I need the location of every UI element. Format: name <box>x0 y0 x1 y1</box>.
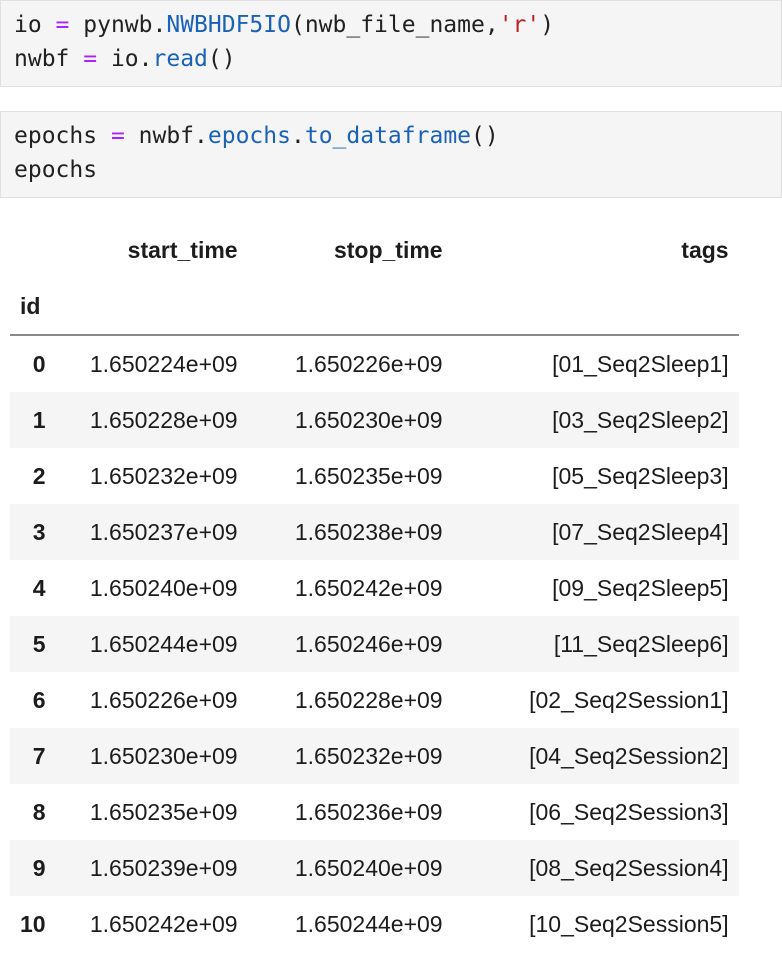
row-index: 1 <box>32 406 46 433</box>
code-editor-1[interactable]: io = pynwb.NWBHDF5IO(nwb_file_name,'r') … <box>14 8 773 76</box>
table-row: 7 1.650230e+09 1.650232e+09 [04_Seq2Sess… <box>10 728 739 784</box>
code-token-prop: to_dataframe <box>304 123 472 149</box>
code-token-var: pynwb. <box>69 12 167 38</box>
row-index: 4 <box>32 574 46 601</box>
code-token-var: ) <box>540 12 555 38</box>
table-row: 1 1.650228e+09 1.650230e+09 [03_Seq2Slee… <box>10 392 739 448</box>
cell-stop-time: 1.650226e+09 <box>294 350 443 377</box>
cell-tags: [11_Seq2Sleep6] <box>553 630 729 657</box>
cell-stop-time: 1.650242e+09 <box>294 574 443 601</box>
cell-start-time: 1.650244e+09 <box>89 630 238 657</box>
code-token-prop: NWBHDF5IO <box>166 12 291 38</box>
code-token-var: () <box>471 123 499 149</box>
index-name-row: id <box>10 278 739 335</box>
cell-start-time: 1.650228e+09 <box>89 406 238 433</box>
table-row: 3 1.650237e+09 1.650238e+09 [07_Seq2Slee… <box>10 504 739 560</box>
code-token-prop: epochs <box>207 123 291 149</box>
cell-stop-time: 1.650238e+09 <box>294 518 443 545</box>
code-token-prop: read <box>152 46 208 72</box>
column-header-tags: tags <box>681 236 729 263</box>
row-index: 8 <box>32 798 46 825</box>
cell-stop-time: 1.650228e+09 <box>294 686 443 713</box>
code-token-op: = <box>110 123 125 149</box>
cell-start-time: 1.650230e+09 <box>89 742 238 769</box>
cell-stop-time: 1.650235e+09 <box>294 462 443 489</box>
table-row: 8 1.650235e+09 1.650236e+09 [06_Seq2Sess… <box>10 784 739 840</box>
cell-start-time: 1.650224e+09 <box>89 350 238 377</box>
table-row: 0 1.650224e+09 1.650226e+09 [01_Seq2Slee… <box>10 335 739 392</box>
code-editor-2[interactable]: epochs = nwbf.epochs.to_dataframe() epoc… <box>14 119 773 187</box>
cell-tags: [08_Seq2Session4] <box>529 854 729 881</box>
cell-tags: [06_Seq2Session3] <box>529 798 729 825</box>
cell-stop-time: 1.650244e+09 <box>294 910 443 937</box>
corner-cell <box>10 222 56 278</box>
code-token-var: nwbf. <box>124 123 208 149</box>
code-token-var: nwbf <box>14 46 84 72</box>
table-header: start_time stop_time tags id <box>10 222 739 335</box>
cell-tags: [01_Seq2Sleep1] <box>552 350 729 377</box>
cell-start-time: 1.650240e+09 <box>89 574 238 601</box>
code-token-var: io. <box>97 46 153 72</box>
column-header-start-time: start_time <box>127 236 238 263</box>
table-body: 0 1.650224e+09 1.650226e+09 [01_Seq2Slee… <box>10 335 739 952</box>
cell-start-time: 1.650226e+09 <box>89 686 238 713</box>
cell-stop-time: 1.650240e+09 <box>294 854 443 881</box>
table-row: 9 1.650239e+09 1.650240e+09 [08_Seq2Sess… <box>10 840 739 896</box>
epochs-dataframe-table: start_time stop_time tags id 0 1.650224e… <box>10 222 739 952</box>
code-token-str: 'r' <box>498 12 541 38</box>
empty-header-cell <box>453 278 739 335</box>
row-index: 10 <box>20 910 46 937</box>
cell-output-area: start_time stop_time tags id 0 1.650224e… <box>10 222 782 952</box>
cell-tags: [09_Seq2Sleep5] <box>552 574 729 601</box>
row-index: 2 <box>32 462 46 489</box>
cell-stop-time: 1.650246e+09 <box>294 630 443 657</box>
cell-stop-time: 1.650232e+09 <box>294 742 443 769</box>
code-token-var: (nwb_file_name, <box>290 12 499 38</box>
cell-tags: [03_Seq2Sleep2] <box>552 406 729 433</box>
index-name-label: id <box>20 292 41 319</box>
code-token-var: () <box>207 46 236 72</box>
row-index: 7 <box>32 742 46 769</box>
cell-start-time: 1.650232e+09 <box>89 462 238 489</box>
code-cell-input-1[interactable]: io = pynwb.NWBHDF5IO(nwb_file_name,'r') … <box>0 0 782 87</box>
code-token-var: . <box>290 123 305 149</box>
row-index: 0 <box>32 350 46 377</box>
cell-start-time: 1.650237e+09 <box>89 518 238 545</box>
code-token-op: = <box>55 12 70 38</box>
cell-tags: [07_Seq2Sleep4] <box>552 518 729 545</box>
row-index: 9 <box>32 854 46 881</box>
column-header-stop-time: stop_time <box>333 236 443 263</box>
code-token-op: = <box>83 46 98 72</box>
table-row: 6 1.650226e+09 1.650228e+09 [02_Seq2Sess… <box>10 672 739 728</box>
row-index: 3 <box>32 518 46 545</box>
cell-stop-time: 1.650236e+09 <box>294 798 443 825</box>
table-row: 10 1.650242e+09 1.650244e+09 [10_Seq2Ses… <box>10 896 739 952</box>
row-index: 6 <box>32 686 46 713</box>
table-row: 2 1.650232e+09 1.650235e+09 [05_Seq2Slee… <box>10 448 739 504</box>
empty-header-cell <box>248 278 453 335</box>
cell-tags: [04_Seq2Session2] <box>529 742 729 769</box>
cell-tags: [05_Seq2Sleep3] <box>552 462 729 489</box>
code-token-var: epochs <box>14 123 111 149</box>
code-token-var: io <box>14 12 56 38</box>
table-row: 5 1.650244e+09 1.650246e+09 [11_Seq2Slee… <box>10 616 739 672</box>
code-cell-input-2[interactable]: epochs = nwbf.epochs.to_dataframe() epoc… <box>0 111 782 198</box>
column-header-row: start_time stop_time tags <box>10 222 739 278</box>
table-row: 4 1.650240e+09 1.650242e+09 [09_Seq2Slee… <box>10 560 739 616</box>
row-index: 5 <box>32 630 46 657</box>
cell-stop-time: 1.650230e+09 <box>294 406 443 433</box>
cell-tags: [10_Seq2Session5] <box>529 910 729 937</box>
cell-start-time: 1.650239e+09 <box>89 854 238 881</box>
code-token-var: epochs <box>14 157 98 183</box>
empty-header-cell <box>56 278 248 335</box>
cell-tags: [02_Seq2Session1] <box>529 686 729 713</box>
cell-start-time: 1.650235e+09 <box>89 798 238 825</box>
cell-start-time: 1.650242e+09 <box>89 910 238 937</box>
